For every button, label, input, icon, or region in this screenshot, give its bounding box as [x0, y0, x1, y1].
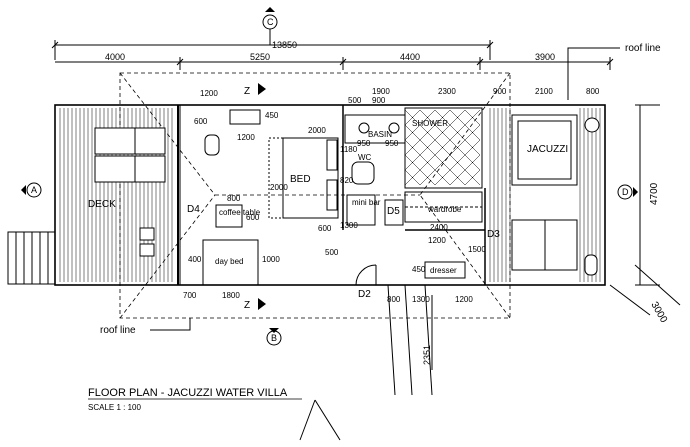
dim-label: 1200 [200, 89, 218, 98]
dim-label: 1300 [340, 221, 358, 230]
dim-label: 1200 [237, 133, 255, 142]
dim-label: 800 [227, 194, 241, 203]
overall-dimension: 13850 [272, 40, 297, 50]
dim-label: 1500 [468, 245, 486, 254]
door-d5: D5 [387, 206, 400, 217]
dim-label: 1200 [455, 295, 473, 304]
dim-label: 500 [325, 248, 339, 257]
door-d4: D4 [187, 204, 200, 215]
room-deck: DECK [88, 199, 116, 210]
dim-label: 800 [586, 87, 600, 96]
room-shower: SHOWER [412, 119, 448, 128]
dim-label: 600 [194, 117, 208, 126]
dim-label: 2000 [270, 183, 288, 192]
room-coffee-table: coffee table [219, 208, 261, 217]
room-bed: BED [290, 174, 311, 185]
dim-top-2: 5250 [250, 52, 270, 62]
dim-label: 800 [387, 295, 401, 304]
room-wc: WC [358, 153, 372, 162]
grid-marker-bottom: B [271, 333, 277, 343]
dim-label: 500 [348, 96, 362, 105]
room-wardrobe: wardrobe [427, 205, 462, 214]
dim-label: 2000 [308, 126, 326, 135]
section-mark-bottom: Z [244, 300, 250, 311]
dim-label: 820 [340, 176, 354, 185]
dim-label: 1800 [222, 291, 240, 300]
dim-label: 600 [318, 224, 332, 233]
plan-title: FLOOR PLAN - JACUZZI WATER VILLA [88, 387, 288, 399]
dim-label: 950 [385, 139, 399, 148]
dim-label: 1180 [340, 145, 358, 154]
dim-label: 700 [183, 291, 197, 300]
plan-scale: SCALE 1 : 100 [88, 403, 141, 412]
dim-label: 2400 [430, 223, 448, 232]
dim-label: 2300 [438, 87, 456, 96]
dim-label: 900 [493, 87, 507, 96]
dim-label: 400 [188, 255, 202, 264]
grid-marker-right: D [622, 187, 629, 197]
room-dresser: dresser [430, 266, 457, 275]
dim-label: 450 [412, 265, 426, 274]
grid-marker-top: C [267, 17, 274, 27]
door-d2: D2 [358, 289, 371, 300]
dim-label: 450 [265, 111, 279, 120]
room-jacuzzi: JACUZZI [527, 144, 568, 155]
room-day-bed: day bed [215, 257, 243, 266]
dim-label: 1200 [428, 236, 446, 245]
room-mini-bar: mini bar [352, 198, 381, 207]
dim-label: 2100 [535, 87, 553, 96]
dim-right-3000: 3000 [648, 300, 669, 325]
roof-line-label-top: roof line [625, 43, 661, 54]
grid-marker-left: A [31, 185, 37, 195]
roof-line-label-bottom: roof line [100, 325, 136, 336]
section-mark-top: Z [244, 86, 250, 97]
dim-label: 600 [246, 213, 260, 222]
dim-label: 2351 [422, 345, 432, 365]
dim-label: 1900 [372, 87, 390, 96]
dim-label: 900 [372, 96, 386, 105]
dim-label: 950 [357, 139, 371, 148]
door-d3: D3 [487, 229, 500, 240]
dim-top-1: 4000 [105, 52, 125, 62]
dim-top-3: 4400 [400, 52, 420, 62]
dim-right-4700: 4700 [649, 182, 660, 205]
dim-label: 1300 [412, 295, 430, 304]
dim-label: 1000 [262, 255, 280, 264]
room-basin: BASIN [368, 130, 392, 139]
dim-top-4: 3900 [535, 52, 555, 62]
